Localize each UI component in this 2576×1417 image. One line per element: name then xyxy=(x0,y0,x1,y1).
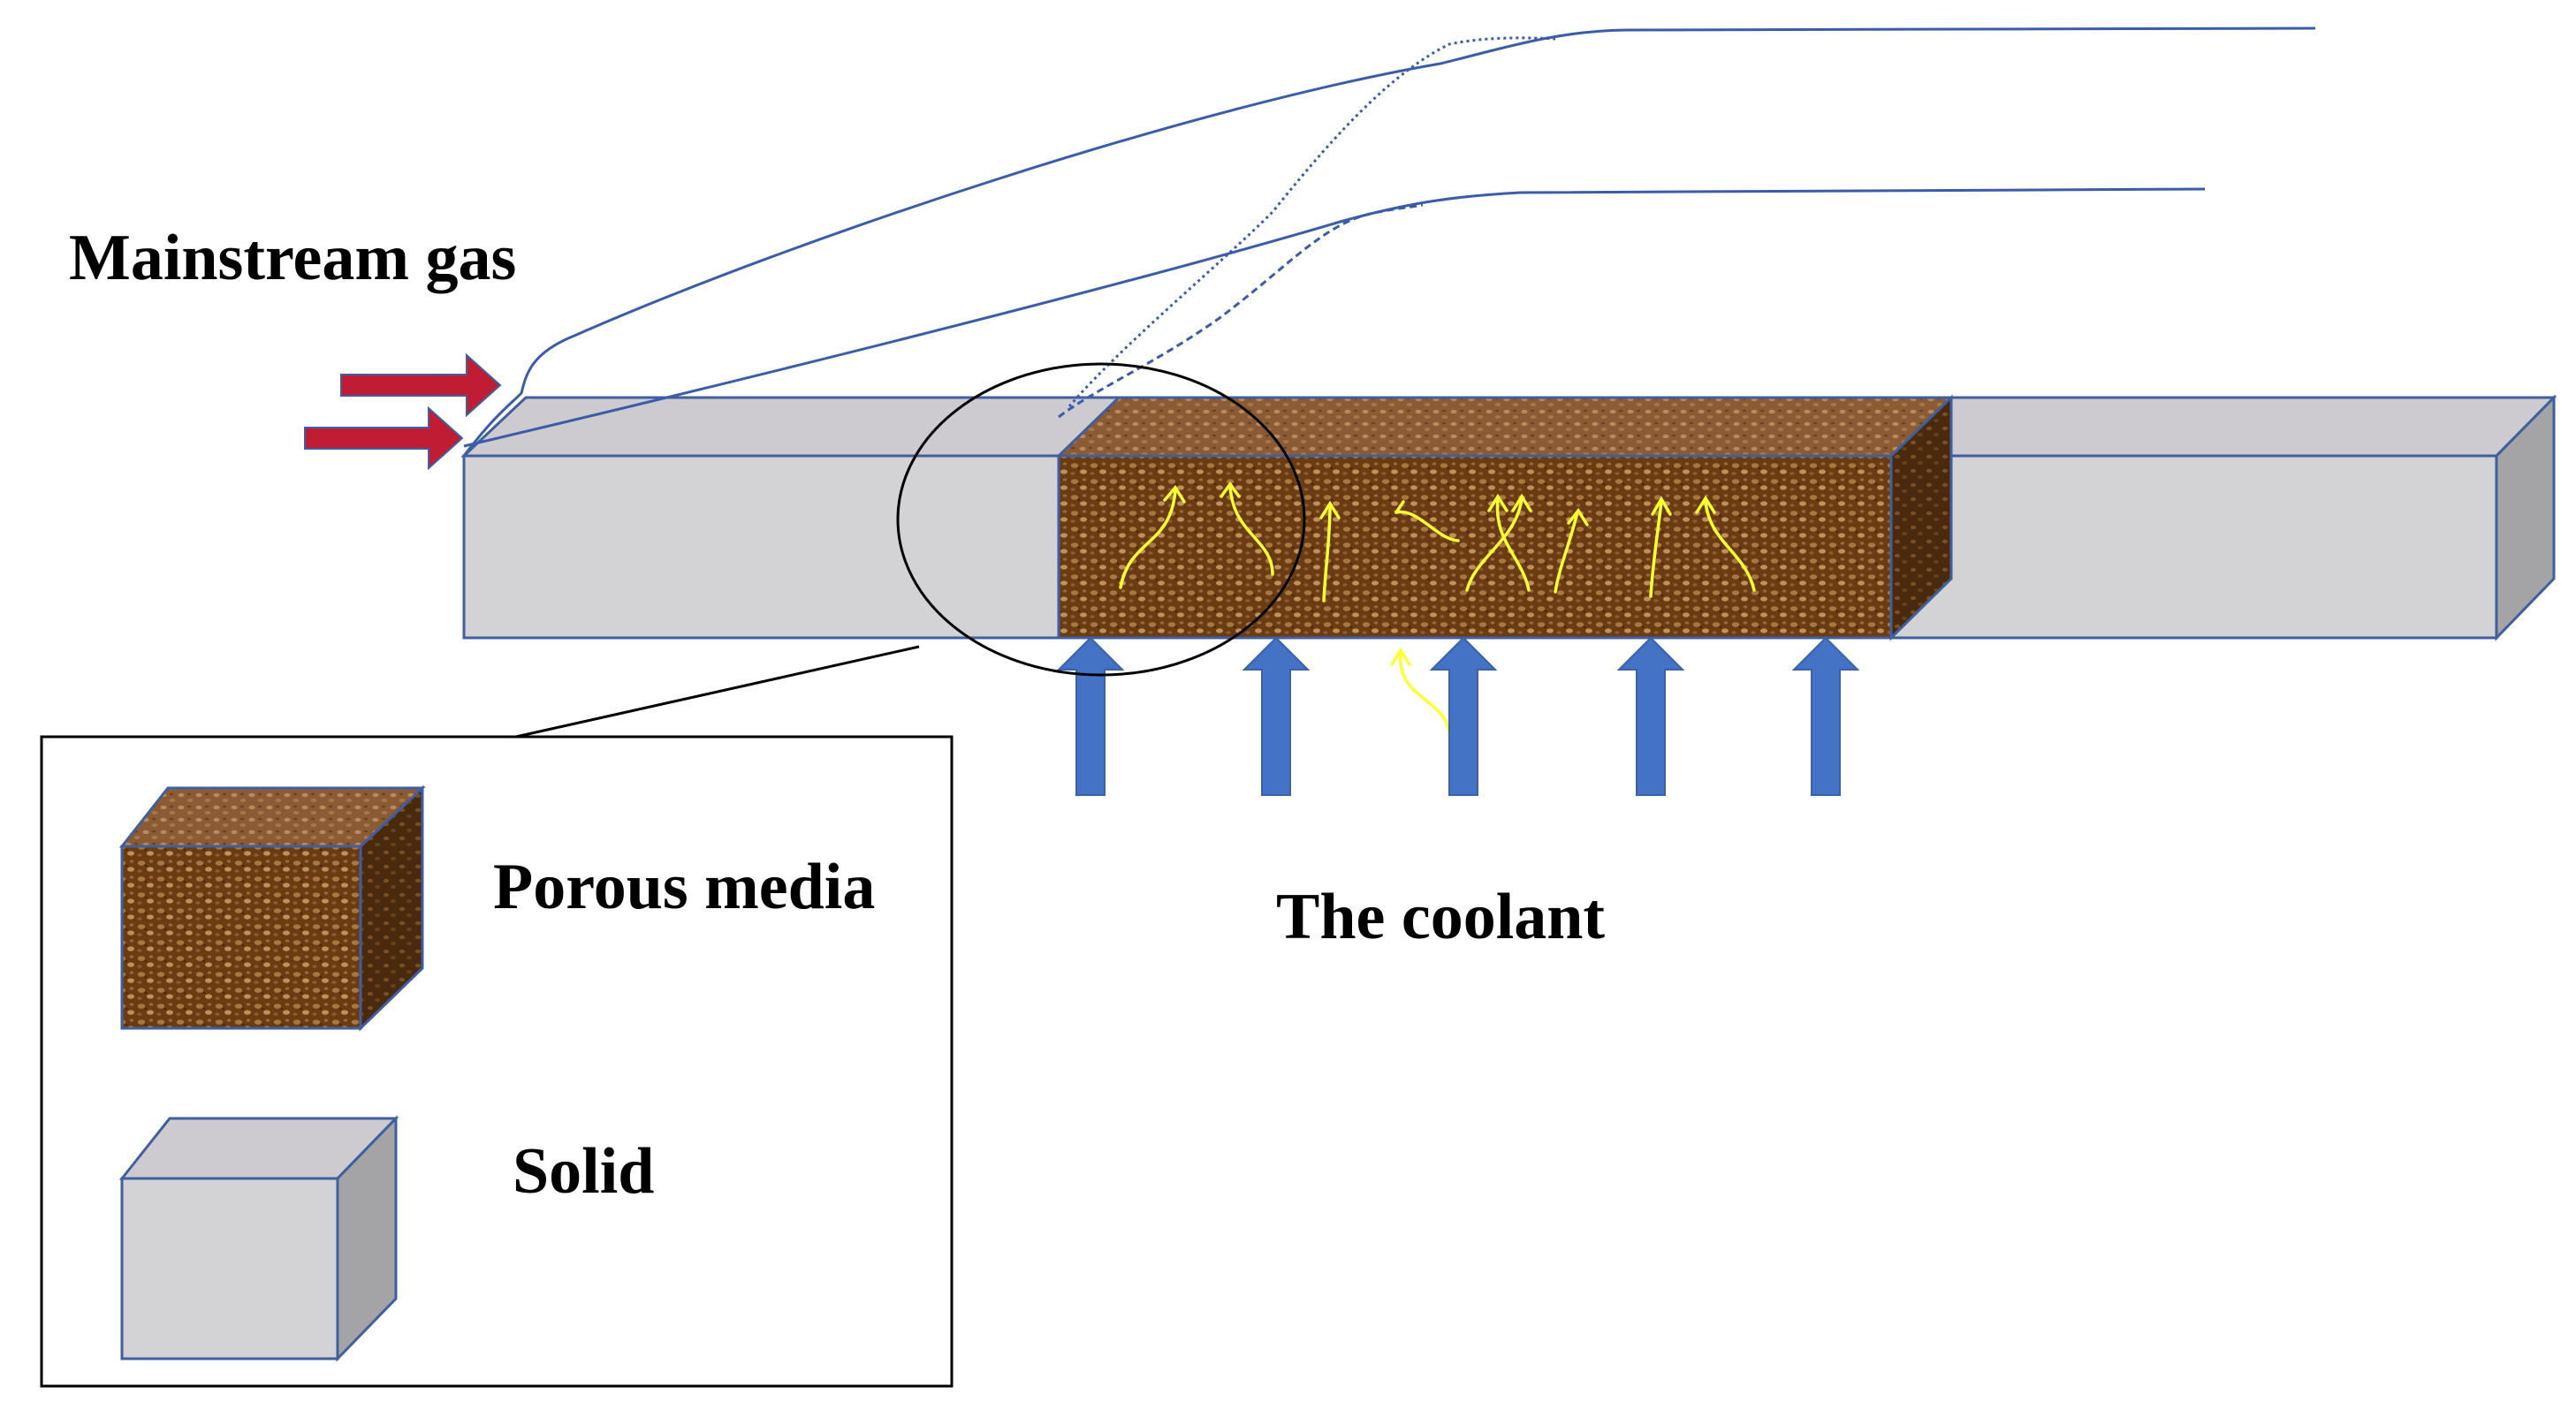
coolant-streak xyxy=(1119,489,1177,589)
coolant-streak-head xyxy=(1220,481,1241,498)
coolant-arrow xyxy=(1242,636,1311,796)
hot-gas-arrow xyxy=(340,352,502,418)
dotted-displacement-line xyxy=(1068,36,1556,407)
coolant-streak xyxy=(1399,652,1451,735)
legend-box: Porous media Solid xyxy=(40,735,954,1388)
coolant-streak xyxy=(1465,497,1524,592)
dashed-displacement-line xyxy=(1058,203,1424,419)
coolant-streak xyxy=(1394,510,1460,542)
inner-boundary-line xyxy=(463,187,2206,448)
legend-solid-label: Solid xyxy=(513,1135,654,1208)
coolant-streak xyxy=(1394,500,1405,514)
coolant-streak-head xyxy=(1487,493,1508,512)
coolant-streak-head xyxy=(1511,493,1532,512)
coolant-streak xyxy=(1495,498,1531,592)
hot-gas-arrow xyxy=(304,405,464,471)
coolant-streak xyxy=(1649,500,1663,598)
mainstream-gas-label: Mainstream gas xyxy=(69,222,516,294)
boundary-layer-lines xyxy=(462,27,2316,457)
coolant-streak xyxy=(1554,511,1579,594)
mainstream-gas-arrows xyxy=(304,352,502,471)
legend-porous-front xyxy=(120,845,362,1030)
coolant-streak xyxy=(1322,504,1332,602)
coolant-arrow xyxy=(1056,636,1125,796)
coolant-streak-head xyxy=(1567,507,1589,527)
coolant-arrow xyxy=(1616,636,1685,796)
coolant-streak xyxy=(1228,484,1274,576)
outer-boundary-line xyxy=(462,27,2316,457)
legend-porous-label: Porous media xyxy=(493,851,875,923)
coolant-streak-head xyxy=(1695,495,1716,514)
coolant-streak xyxy=(1704,500,1756,592)
zoom-circle xyxy=(896,362,1306,677)
zoom-pointer-arrow xyxy=(500,645,920,740)
coolant-streak-head xyxy=(1390,647,1411,666)
legend-solid-cube xyxy=(118,1115,399,1362)
coolant-streak-head xyxy=(1651,496,1672,516)
coolant-streak-head xyxy=(1319,500,1341,519)
coolant-streak-head xyxy=(1163,485,1186,504)
porous-insert-top-face xyxy=(1055,396,1955,458)
porous-insert-front-face xyxy=(1057,454,1893,640)
coolant-label: The coolant xyxy=(1276,881,1605,953)
legend-solid-front xyxy=(120,1177,339,1360)
coolant-arrow xyxy=(1791,636,1860,796)
porous-insert xyxy=(1055,394,1955,641)
coolant-inlet-arrows xyxy=(1056,636,1860,796)
coolant-streaks xyxy=(1119,481,1756,735)
legend-porous-cube xyxy=(118,784,426,1032)
coolant-arrow xyxy=(1429,636,1498,796)
